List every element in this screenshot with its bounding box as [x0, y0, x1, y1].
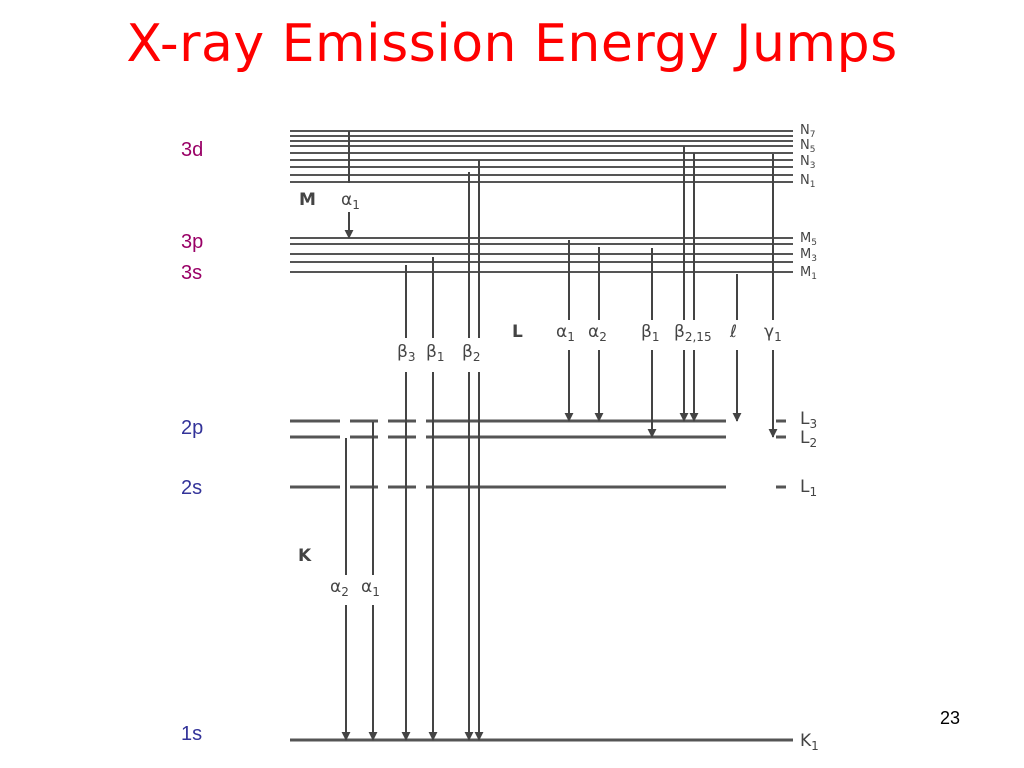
slide-title: X-ray Emission Energy Jumps	[126, 14, 898, 74]
level-label-n7: N7	[800, 123, 815, 140]
level-label-l3: L3	[800, 409, 817, 431]
page-number: 23	[939, 708, 960, 728]
level-label-n1: N1	[800, 173, 815, 190]
n-levels	[290, 130, 793, 183]
level-label-m3: M3	[800, 247, 817, 264]
level-label-l1: L1	[800, 477, 817, 499]
shell-label-k: K	[298, 546, 312, 566]
transition-label-l-ell: ℓ	[729, 322, 737, 342]
transition-label-k-beta3: β3	[397, 342, 416, 364]
level-label-n5: N5	[800, 138, 815, 155]
transition-label-k-beta2: β2	[462, 342, 481, 364]
transition-label-k-beta1: β1	[426, 342, 445, 364]
transition-label-k-alpha1: α1	[361, 577, 380, 599]
orbital-label-2s: 2s	[181, 477, 203, 499]
shell-label-l: L	[512, 322, 523, 342]
transition-label-l-gamma1: γ1	[764, 322, 782, 344]
level-label-m1: M1	[800, 265, 817, 282]
level-label-n3: N3	[800, 154, 815, 171]
orbital-label-2p: 2p	[181, 417, 204, 439]
transition-arrows	[341, 131, 778, 741]
orbital-label-3d: 3d	[181, 139, 204, 161]
transition-label-l-beta215: β2,15	[674, 322, 712, 344]
level-label-l2: L2	[800, 428, 817, 450]
orbital-label-1s: 1s	[181, 723, 203, 745]
m-levels	[290, 237, 793, 273]
level-label-m5: M5	[800, 231, 817, 248]
l-levels	[290, 419, 793, 489]
transition-label-l-alpha2: α2	[588, 322, 607, 344]
transition-label-m-alpha1: α1	[341, 190, 360, 212]
level-label-k1: K1	[800, 731, 819, 753]
transition-label-l-alpha1: α1	[556, 322, 575, 344]
shell-label-m: M	[299, 190, 316, 210]
transition-label-k-alpha2: α2	[330, 577, 349, 599]
orbital-label-3s: 3s	[181, 262, 203, 284]
transition-label-l-beta1: β1	[641, 322, 660, 344]
orbital-label-3p: 3p	[181, 231, 204, 253]
